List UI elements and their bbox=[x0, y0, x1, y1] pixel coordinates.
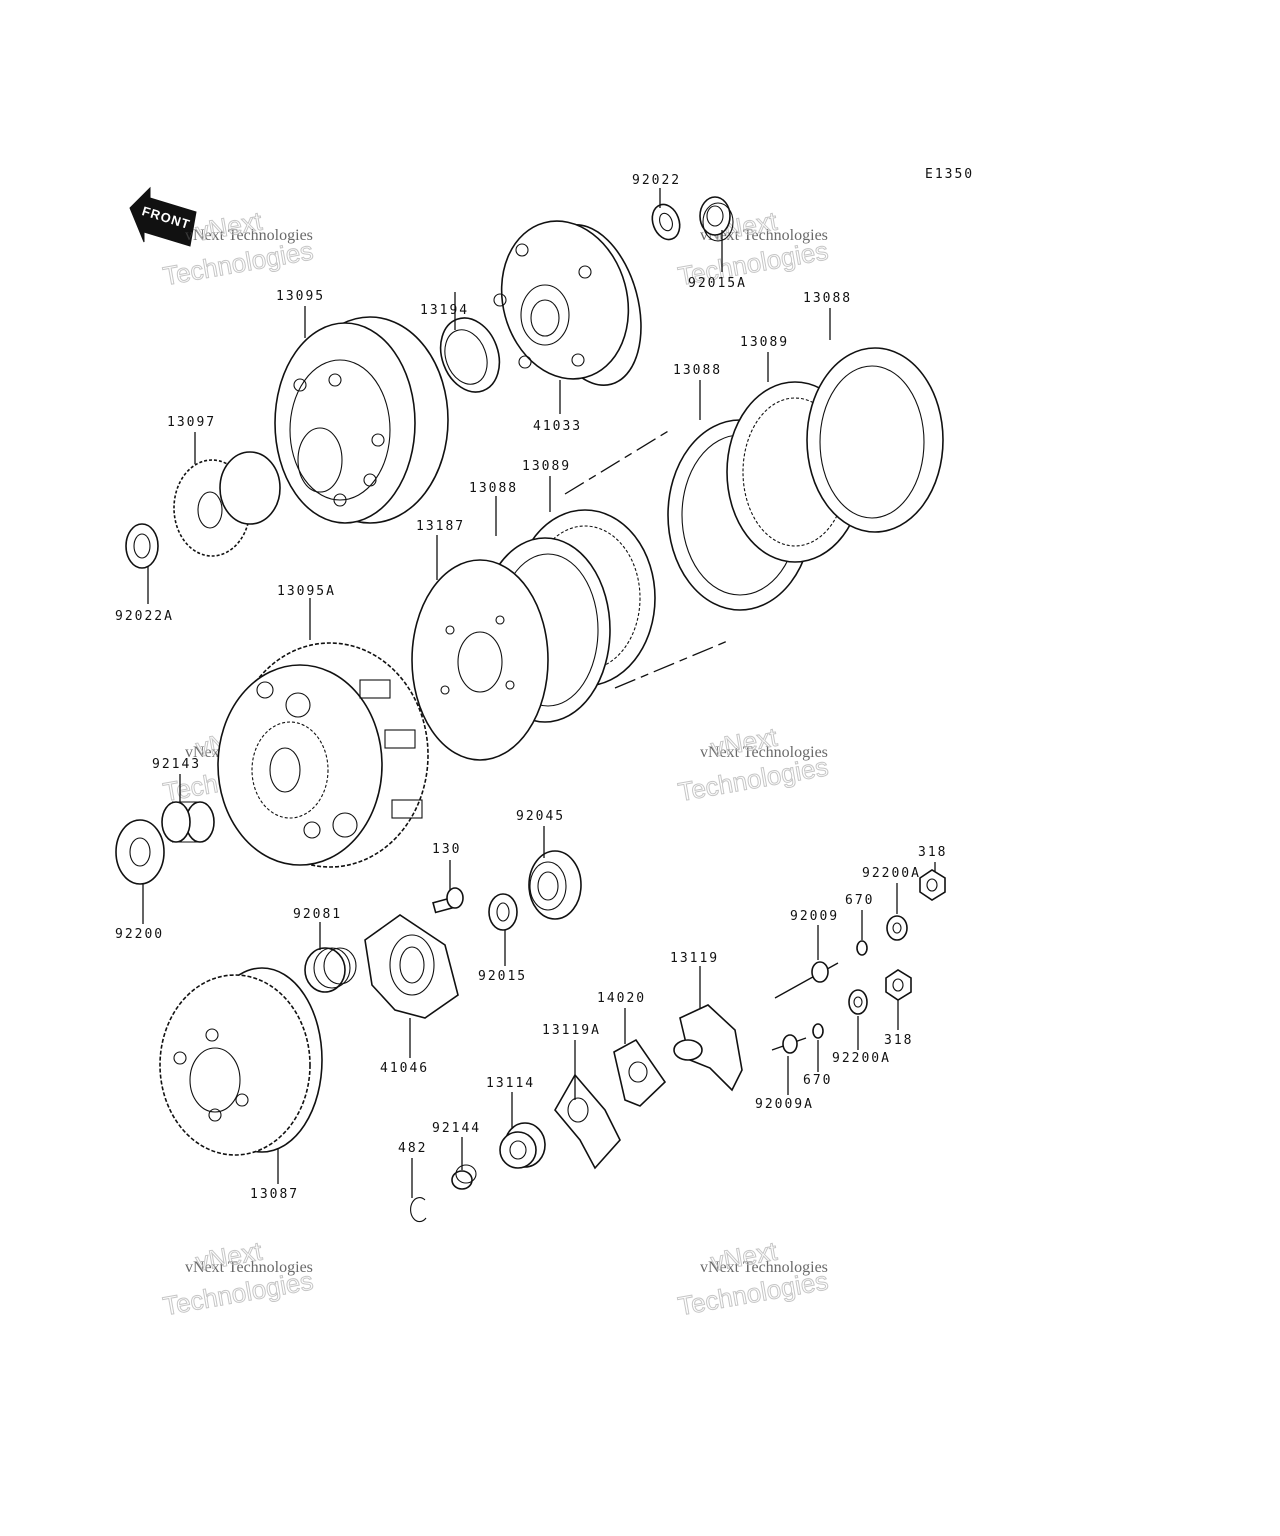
svg-text:vNext Technologies: vNext Technologies bbox=[185, 1259, 313, 1276]
part-13097-gear[interactable] bbox=[173, 451, 281, 557]
part-13194-bearing[interactable] bbox=[431, 310, 510, 401]
part-13095A-clutch-hub-gear[interactable] bbox=[217, 642, 429, 868]
label-670: 670 bbox=[803, 1073, 832, 1088]
part-41033-one-way-clutch[interactable] bbox=[484, 207, 657, 397]
label-13089: 13089 bbox=[740, 335, 789, 350]
svg-text:vNext Technologies: vNext Technologies bbox=[700, 227, 828, 244]
part-92143-collar[interactable] bbox=[161, 801, 215, 843]
label-14020: 14020 bbox=[597, 991, 646, 1006]
alignment-line bbox=[564, 429, 671, 495]
part-92022-washer[interactable] bbox=[648, 201, 685, 244]
label-92143: 92143 bbox=[152, 757, 201, 772]
label-13097: 13097 bbox=[167, 415, 216, 430]
label-92009A: 92009A bbox=[755, 1097, 814, 1112]
part-13119-lever[interactable] bbox=[673, 1004, 743, 1092]
part-13119A-cam[interactable] bbox=[554, 1073, 621, 1170]
label-92015: 92015 bbox=[478, 969, 527, 984]
part-92009-stud[interactable] bbox=[774, 961, 839, 999]
part-92200-washer[interactable] bbox=[115, 819, 165, 885]
part-92081-spring[interactable] bbox=[304, 947, 357, 993]
part-13087-driven-gear[interactable] bbox=[159, 967, 323, 1156]
label-13194: 13194 bbox=[420, 303, 469, 318]
label-92144: 92144 bbox=[432, 1121, 481, 1136]
label-13095A: 13095A bbox=[277, 584, 336, 599]
part-41046-lifter[interactable] bbox=[364, 914, 459, 1019]
svg-text:vNext Technologies: vNext Technologies bbox=[185, 227, 313, 244]
part-92009A-stud[interactable] bbox=[771, 1034, 807, 1054]
leader-lines bbox=[142, 188, 936, 1198]
part-92015-nut[interactable] bbox=[488, 893, 518, 931]
label-318: 318 bbox=[884, 1033, 913, 1048]
part-13114-bushing[interactable] bbox=[499, 1122, 546, 1169]
part-318-nut[interactable] bbox=[919, 869, 946, 901]
svg-text:vNext Technologies: vNext Technologies bbox=[700, 744, 828, 761]
label-13114: 13114 bbox=[486, 1076, 535, 1091]
label-41046: 41046 bbox=[380, 1061, 429, 1076]
label-92045: 92045 bbox=[516, 809, 565, 824]
label-13088: 13088 bbox=[803, 291, 852, 306]
label-482: 482 bbox=[398, 1141, 427, 1156]
part-13187-pressure-plate[interactable] bbox=[411, 559, 549, 761]
label-13095: 13095 bbox=[276, 289, 325, 304]
diagram-code: E1350 bbox=[925, 167, 974, 182]
part-318-nut[interactable] bbox=[885, 969, 912, 1001]
label-318: 318 bbox=[918, 845, 947, 860]
label-13187: 13187 bbox=[416, 519, 465, 534]
label-13119: 13119 bbox=[670, 951, 719, 966]
label-13087: 13087 bbox=[250, 1187, 299, 1202]
svg-text:vNext Technologies: vNext Technologies bbox=[700, 1259, 828, 1276]
part-92200A-washer[interactable] bbox=[886, 915, 908, 941]
label-92081: 92081 bbox=[293, 907, 342, 922]
label-13088: 13088 bbox=[673, 363, 722, 378]
label-92022: 92022 bbox=[632, 173, 681, 188]
label-41033: 41033 bbox=[533, 419, 582, 434]
part-13095-clutch-housing[interactable] bbox=[274, 316, 449, 524]
part-92200A-washer[interactable] bbox=[848, 989, 868, 1015]
alignment-line bbox=[614, 639, 731, 689]
part-14020-plate[interactable] bbox=[613, 1038, 667, 1107]
part-92045-bearing[interactable] bbox=[528, 850, 582, 920]
label-670: 670 bbox=[845, 893, 874, 908]
part-13088-friction-plate[interactable] bbox=[806, 347, 944, 533]
part-482-circlip[interactable] bbox=[410, 1197, 427, 1223]
part-670-oring[interactable] bbox=[812, 1023, 824, 1039]
part-670-oring[interactable] bbox=[856, 940, 868, 956]
label-13088: 13088 bbox=[469, 481, 518, 496]
part-92022A-washer[interactable] bbox=[125, 523, 159, 569]
label-13089: 13089 bbox=[522, 459, 571, 474]
part-92144-spring[interactable] bbox=[451, 1164, 477, 1190]
label-92200: 92200 bbox=[115, 927, 164, 942]
label-13119A: 13119A bbox=[542, 1023, 601, 1038]
part-92015A-nut[interactable] bbox=[699, 196, 734, 242]
label-92200A: 92200A bbox=[832, 1051, 891, 1066]
label-92009: 92009 bbox=[790, 909, 839, 924]
label-92015A: 92015A bbox=[688, 276, 747, 291]
label-92200A: 92200A bbox=[862, 866, 921, 881]
label-92022A: 92022A bbox=[115, 609, 174, 624]
front-arrow-icon: FRONT bbox=[129, 186, 197, 247]
part-130-bolt[interactable] bbox=[432, 887, 464, 914]
part-labels: 92022 92015A 13088 13089 13088 13089 130… bbox=[115, 173, 947, 1202]
label-130: 130 bbox=[432, 842, 461, 857]
